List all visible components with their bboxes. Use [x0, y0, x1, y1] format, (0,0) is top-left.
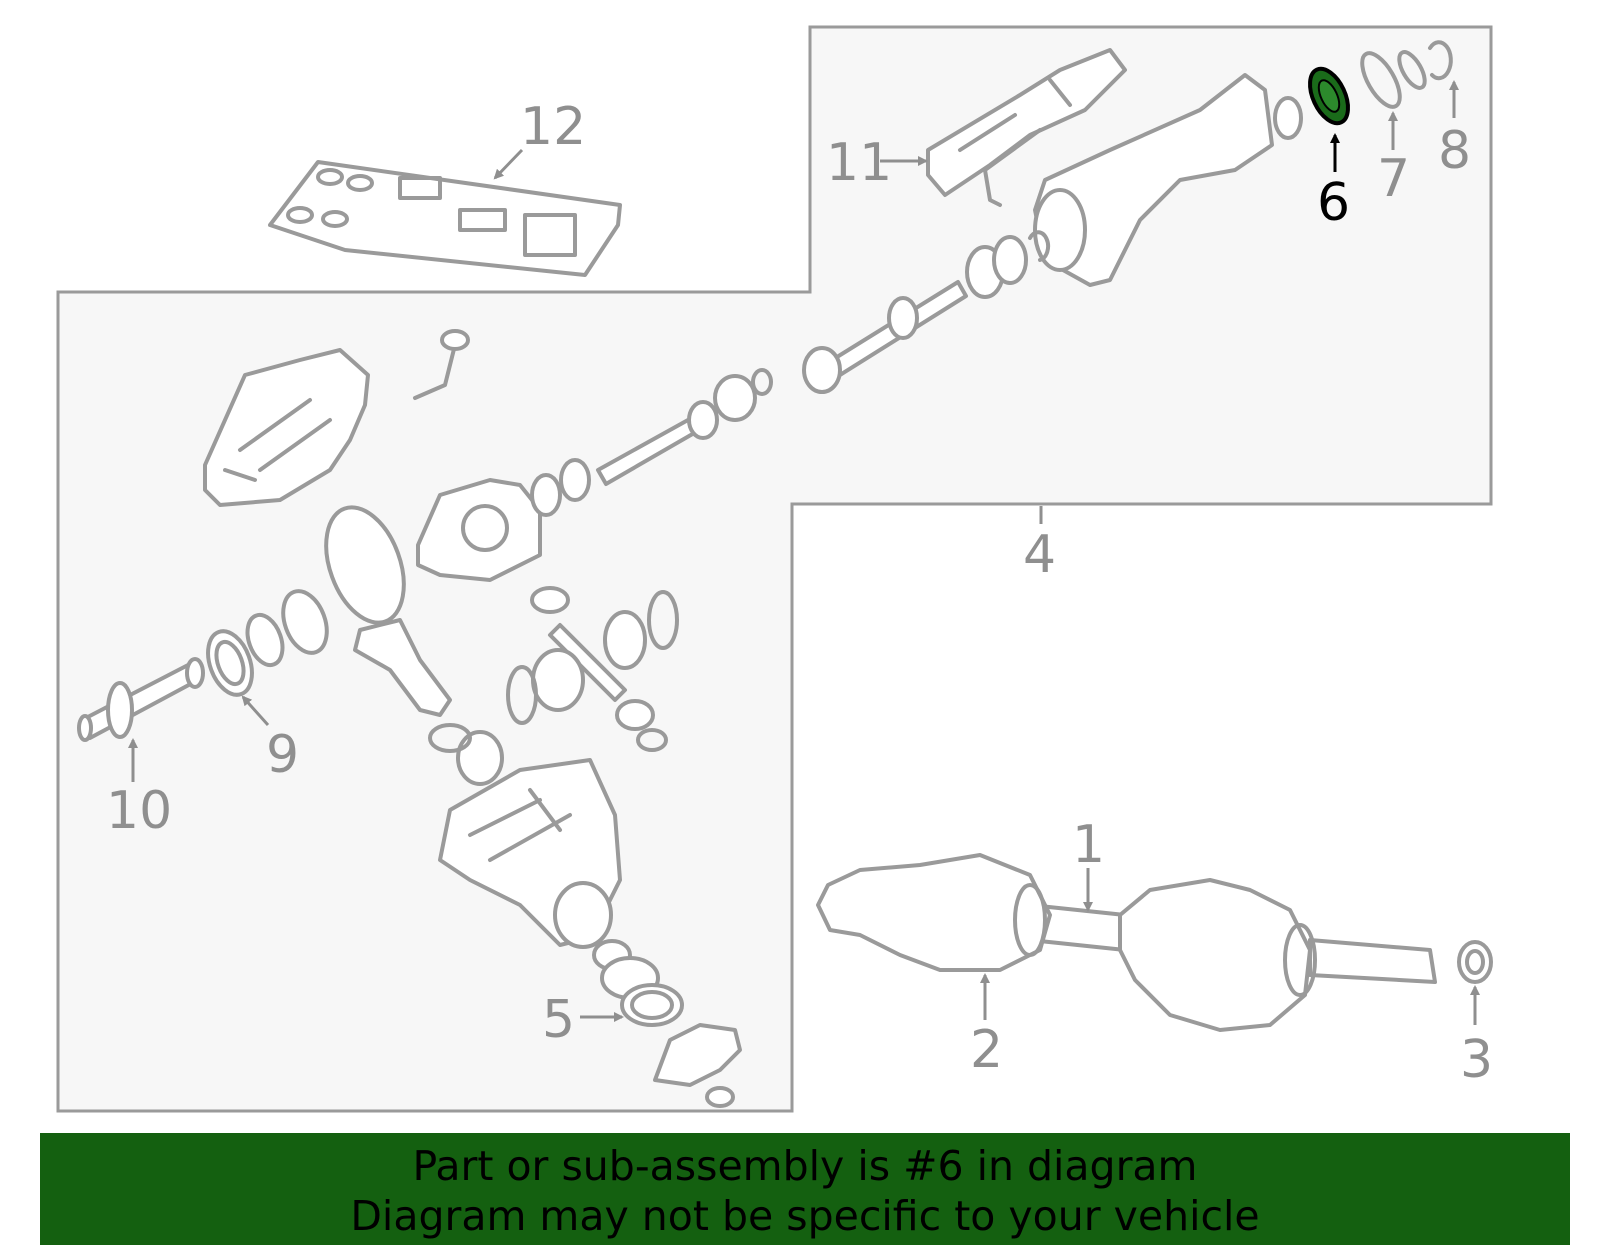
- callout-4: 4: [1023, 525, 1056, 585]
- part-5-seal-stack: [592, 939, 684, 1027]
- ring-gear: [324, 505, 452, 717]
- banner-line-2: Diagram may not be specific to your vehi…: [350, 1192, 1260, 1240]
- info-banner: Part or sub-assembly is #6 in diagram Di…: [40, 1133, 1570, 1245]
- leader-9: [241, 695, 270, 726]
- leader-12: [493, 148, 524, 180]
- part-11-actuator: [926, 48, 1127, 207]
- part-8-snap-ring: [1428, 40, 1453, 81]
- part-7-ring: [1397, 50, 1427, 90]
- callout-2: 2: [970, 1020, 1003, 1080]
- differential-housing-lower: [428, 723, 622, 949]
- vent-cap: [440, 329, 470, 351]
- part-3-nut: [1457, 940, 1493, 984]
- banner-line-1: Part or sub-assembly is #6 in diagram: [412, 1142, 1198, 1190]
- callout-8: 8: [1438, 121, 1471, 181]
- mount-bracket: [653, 1023, 742, 1108]
- part-12-cover-plate: [268, 160, 622, 277]
- part-6-seal: [1308, 66, 1350, 126]
- callout-10: 10: [106, 781, 172, 841]
- axle-housing-upper: [1033, 73, 1303, 287]
- callout-3: 3: [1460, 1030, 1493, 1090]
- callout-9: 9: [266, 725, 299, 785]
- differential-case: [416, 458, 591, 582]
- callout-5: 5: [542, 990, 575, 1050]
- outer-cv-joint: [1118, 878, 1437, 1032]
- part-7-washer: [1360, 51, 1402, 109]
- callout-7: 7: [1377, 149, 1410, 209]
- callout-12: 12: [520, 97, 586, 157]
- part-2-inner-cv-joint: [816, 853, 1052, 972]
- differential-gears: [506, 586, 679, 752]
- part-10-pinion-flange: [77, 657, 205, 742]
- callout-6: 6: [1317, 173, 1350, 233]
- stub-shaft: [596, 368, 773, 486]
- assembly-4-panel: [56, 25, 1493, 1113]
- vent-tube: [413, 343, 457, 400]
- callout-11: 11: [826, 133, 892, 193]
- part-9-seals: [206, 589, 329, 697]
- callout-1: 1: [1072, 815, 1105, 875]
- intermediate-shaft: [802, 230, 1051, 394]
- differential-cover: [203, 348, 370, 507]
